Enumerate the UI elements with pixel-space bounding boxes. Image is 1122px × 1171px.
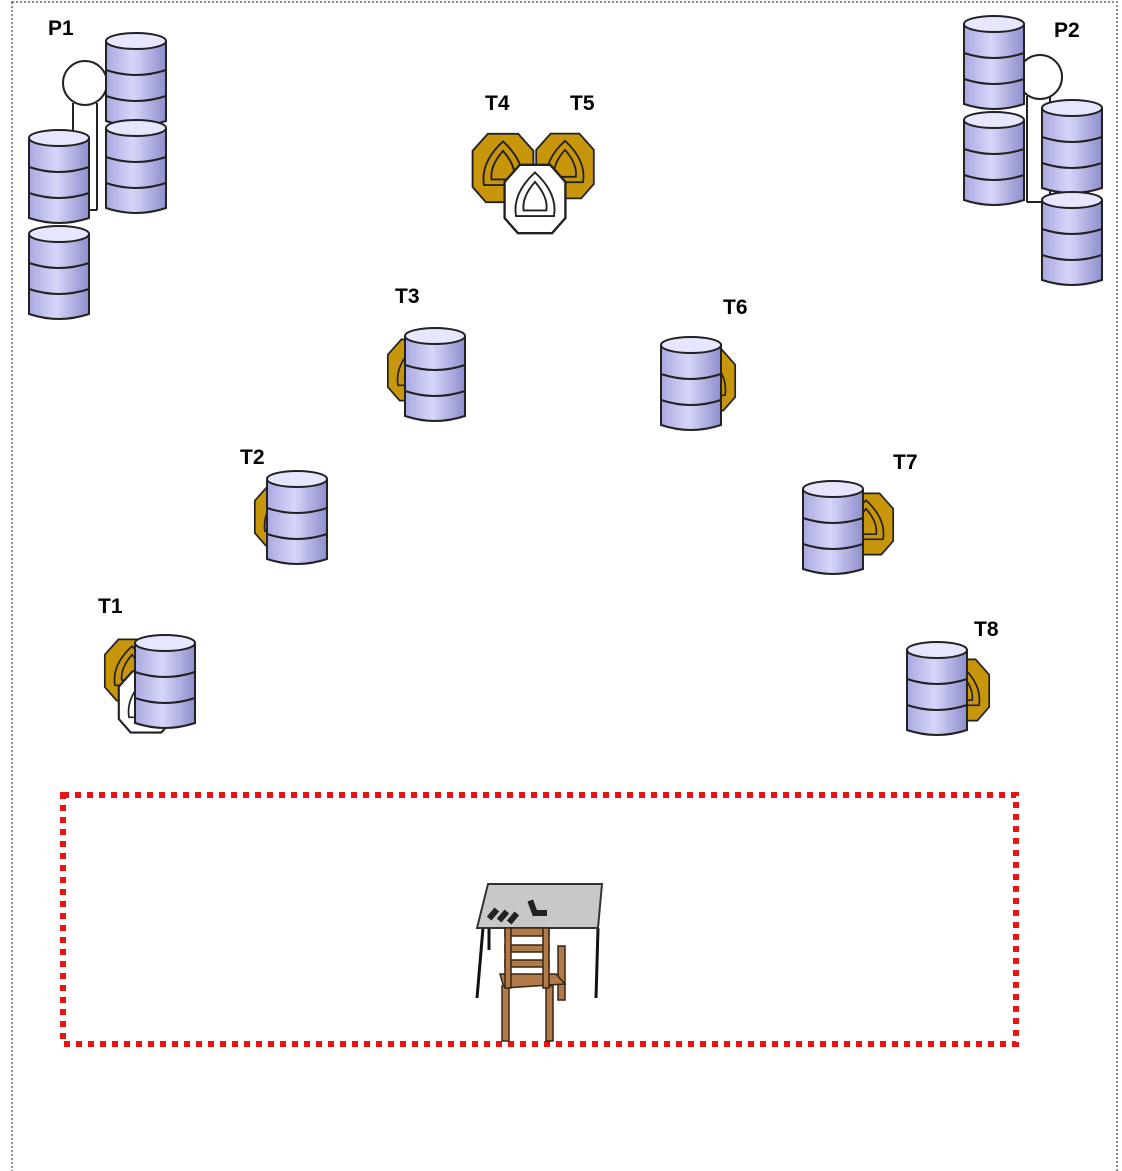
- barrel-icon: [134, 634, 196, 729]
- barrel-icon: [660, 336, 722, 431]
- magazine-icon: [486, 907, 520, 925]
- barrel-icon: [105, 119, 167, 214]
- table-icon: [475, 883, 604, 999]
- target-t6: T6: [660, 296, 748, 431]
- label-t7: T7: [893, 451, 918, 474]
- barrel-icon: [906, 641, 968, 736]
- label-t5: T5: [570, 92, 595, 115]
- no-shoot-target-icon: [503, 163, 567, 235]
- label-t1: T1: [98, 595, 123, 618]
- target-t7: T7: [802, 451, 918, 575]
- label-t8: T8: [974, 618, 999, 641]
- label-p2: P2: [1054, 19, 1080, 42]
- label-t4: T4: [485, 92, 510, 115]
- gun-icon: [527, 899, 547, 917]
- target-t1: T1: [98, 595, 196, 734]
- target-group-t4-t5: T4 T5: [471, 92, 595, 235]
- target-t2: T2: [240, 446, 328, 565]
- barrel-icon: [266, 470, 328, 565]
- stage-border: [11, 1, 1118, 1171]
- barrel-icon: [963, 111, 1025, 206]
- barrel-icon: [1041, 191, 1103, 286]
- barrel-icon: [1041, 99, 1103, 194]
- barrel-icon: [404, 327, 466, 422]
- barrel-icon: [802, 480, 864, 575]
- barrel-icon: [28, 225, 90, 320]
- barrel-icon: [28, 129, 90, 224]
- barrel-icon: [963, 15, 1025, 110]
- popper-p2: P2: [963, 15, 1103, 286]
- label-t6: T6: [723, 296, 748, 319]
- label-p1: P1: [48, 17, 74, 40]
- label-t3: T3: [395, 285, 420, 308]
- target-t8: T8: [906, 618, 999, 736]
- target-t3: T3: [386, 285, 466, 422]
- barrel-icon: [105, 32, 167, 127]
- chair-icon: [499, 927, 567, 1042]
- label-t2: T2: [240, 446, 265, 469]
- popper-p1: P1: [28, 17, 167, 320]
